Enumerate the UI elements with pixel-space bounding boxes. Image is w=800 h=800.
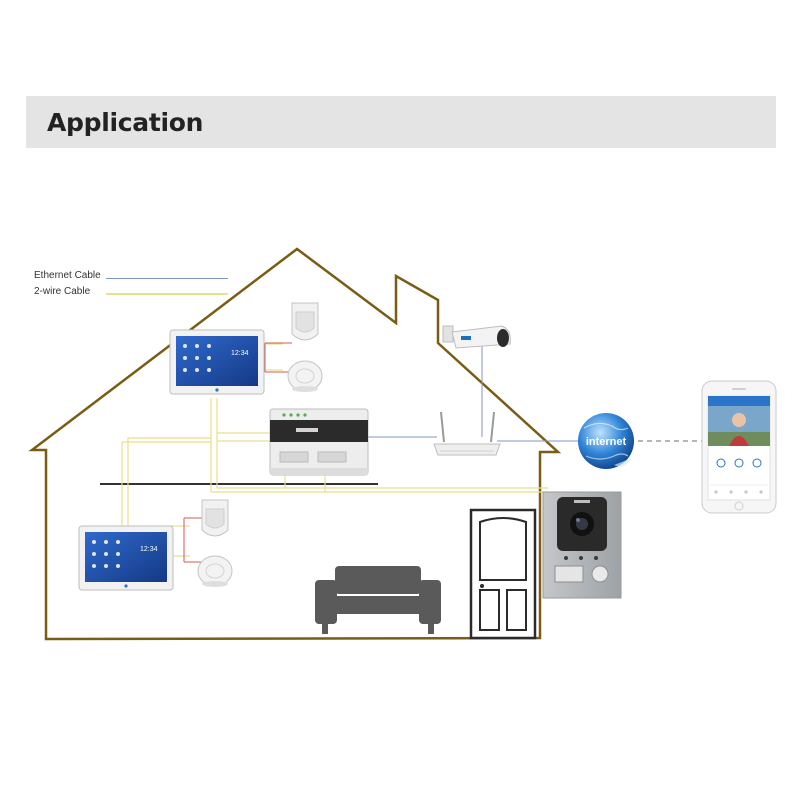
page-title: Application — [47, 108, 204, 137]
legend-label-ethernet: Ethernet Cable — [34, 270, 101, 281]
network-switch-icon — [269, 408, 369, 476]
monitor-1-time: 12:34 — [231, 350, 249, 357]
monitor-2-time: 12:34 — [140, 546, 158, 553]
bullet-camera-icon — [442, 325, 511, 349]
smoke-detector-icon — [197, 555, 233, 587]
indoor-monitor-icon: 12:34 — [169, 329, 265, 395]
header-bar: Application — [26, 96, 776, 148]
door-icon — [469, 508, 537, 640]
door-station-icon — [542, 491, 622, 599]
indoor-monitor-icon: 12:34 — [78, 525, 174, 591]
pir-detector-icon — [291, 302, 319, 341]
legend-label-two-wire: 2-wire Cable — [34, 286, 91, 297]
smartphone-icon — [701, 380, 777, 514]
smoke-detector-icon — [287, 360, 323, 392]
two-wire-cables — [121, 343, 548, 557]
pir-detector-icon — [201, 499, 229, 537]
legend-line-two-wire — [106, 293, 228, 295]
internet-globe-icon: internet — [578, 413, 634, 469]
legend-line-ethernet — [106, 278, 228, 279]
internet-label: internet — [586, 436, 627, 448]
sofa-icon — [315, 566, 441, 634]
wifi-router-icon — [433, 411, 501, 456]
ethernet-cables — [368, 345, 578, 442]
house-outline — [28, 247, 562, 641]
two-wire-cables-red — [183, 342, 292, 563]
